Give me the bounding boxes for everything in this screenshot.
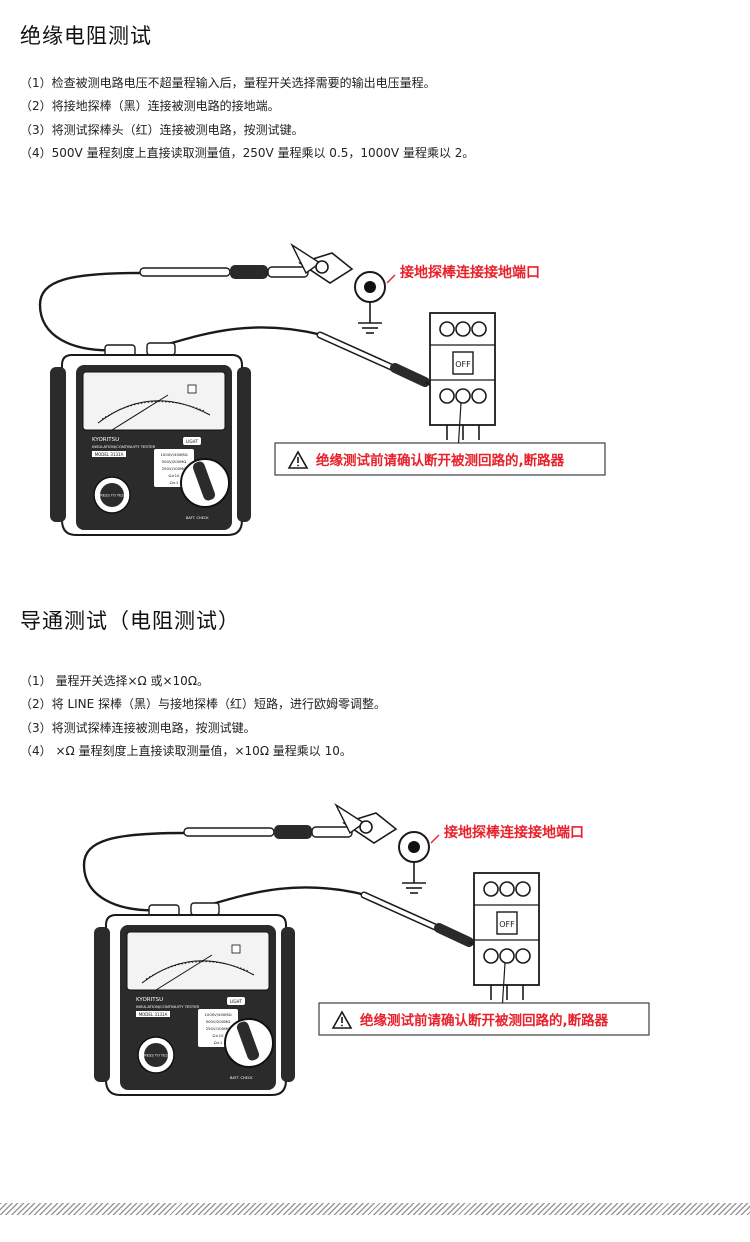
ground-port-label: 接地探棒连接接地端口: [400, 264, 540, 281]
meter-subtitle: INSULATION/CONTINUITY TESTER: [136, 1004, 200, 1009]
range-1000v-label: 1000V/400MΩ: [161, 452, 188, 457]
meter-brand: KYORITSU: [136, 997, 163, 1003]
step-item: （3）将测试探棒头（红）连接被测电路，按测试键。: [20, 122, 304, 137]
warning-text: 绝缘测试前请确认断开被测回路的,断路器: [360, 1012, 609, 1029]
section-1-title: 绝缘电阻测试: [20, 24, 152, 48]
press-to-test-label: PRESS TO TEST: [142, 1054, 171, 1058]
warning-text: 绝缘测试前请确认断开被测回路的,断路器: [316, 452, 565, 469]
step-item: （1） 量程开关选择×Ω 或×10Ω。: [20, 674, 209, 688]
circuit-breaker: OFF: [473, 872, 540, 1012]
red-probe: [360, 891, 493, 954]
step-item: （2）将接地探棒（黑）连接被测电路的接地端。: [20, 99, 280, 114]
range-10ohm-label: Ω×10: [169, 473, 180, 478]
breaker-off-label: OFF: [499, 920, 515, 929]
range-10ohm-label: Ω×10: [213, 1033, 224, 1038]
range-1ohm-label: Ω×1: [170, 480, 179, 485]
red-probe: [316, 331, 449, 394]
meter-model: MODEL 3131A: [95, 452, 124, 457]
range-1ohm-label: Ω×1: [214, 1040, 223, 1045]
press-to-test-label: PRESS TO TEST: [98, 494, 127, 498]
step-item: （4） ×Ω 量程刻度上直接读取测量值，×10Ω 量程乘以 10。: [20, 744, 352, 759]
meter-subtitle: INSULATION/CONTINUITY TESTER: [92, 444, 156, 449]
batt-check-label: BATT. CHECK: [186, 516, 209, 520]
black-probe: [183, 803, 398, 844]
section-1-steps: （1）检查被测电路电压不超量程输入后，量程开关选择需要的输出电压量程。 （2）将…: [20, 72, 474, 166]
range-500v-label: 500V/200MΩ: [206, 1019, 231, 1024]
section-2-steps: （1） 量程开关选择×Ω 或×10Ω。 （2）将 LINE 探棒（黑）与接地探棒…: [20, 670, 386, 764]
range-1000v-label: 1000V/400MΩ: [205, 1012, 232, 1017]
step-item: （1）检查被测电路电压不超量程输入后，量程开关选择需要的输出电压量程。: [20, 76, 436, 90]
insulation-test-diagram: 接地探棒连接接地端口 OFF 绝缘测试前请确认断开被测回路的,断路器: [0, 225, 750, 545]
breaker-off-label: OFF: [455, 360, 471, 369]
section-2-title: 导通测试（电阻测试）: [20, 609, 240, 633]
step-item: （3）将测试探棒连接被测电路，按测试键。: [20, 720, 256, 735]
wiring-diagram-art: [82, 831, 367, 912]
light-button-label: LIGHT: [186, 439, 199, 444]
ground-port-label: 接地探棒连接接地端口: [444, 824, 584, 841]
insulation-tester-device: KYORITSU INSULATION/CONTINUITY TESTER MO…: [50, 342, 251, 536]
continuity-test-diagram: 接地探棒连接接地端口 OFF 绝缘测试前请确认断开被测回路的,断路器: [0, 785, 750, 1130]
black-probe: [139, 243, 354, 284]
footer-hatch-divider: [0, 1203, 750, 1215]
meter-model: MODEL 3131A: [139, 1012, 168, 1017]
meter-brand: KYORITSU: [92, 437, 119, 443]
wiring-diagram-art: [38, 271, 323, 352]
step-item: （2）将 LINE 探棒（黑）与接地探棒（红）短路，进行欧姆零调整。: [20, 697, 387, 712]
circuit-breaker: OFF: [429, 312, 496, 452]
warning-box: 绝缘测试前请确认断开被测回路的,断路器: [274, 442, 606, 476]
ground-terminal-icon: [354, 271, 386, 334]
batt-check-label: BATT. CHECK: [230, 1076, 253, 1080]
warning-box: 绝缘测试前请确认断开被测回路的,断路器: [318, 1002, 650, 1036]
ground-terminal-icon: [398, 831, 430, 894]
insulation-tester-device: KYORITSU INSULATION/CONTINUITY TESTER MO…: [94, 902, 295, 1096]
range-250v-label: 250V/100MΩ: [162, 466, 187, 471]
light-button-label: LIGHT: [230, 999, 243, 1004]
step-item: （4）500V 量程刻度上直接读取测量值，250V 量程乘以 0.5，1000V…: [20, 146, 475, 161]
range-500v-label: 500V/200MΩ: [162, 459, 187, 464]
range-250v-label: 250V/100MΩ: [206, 1026, 231, 1031]
